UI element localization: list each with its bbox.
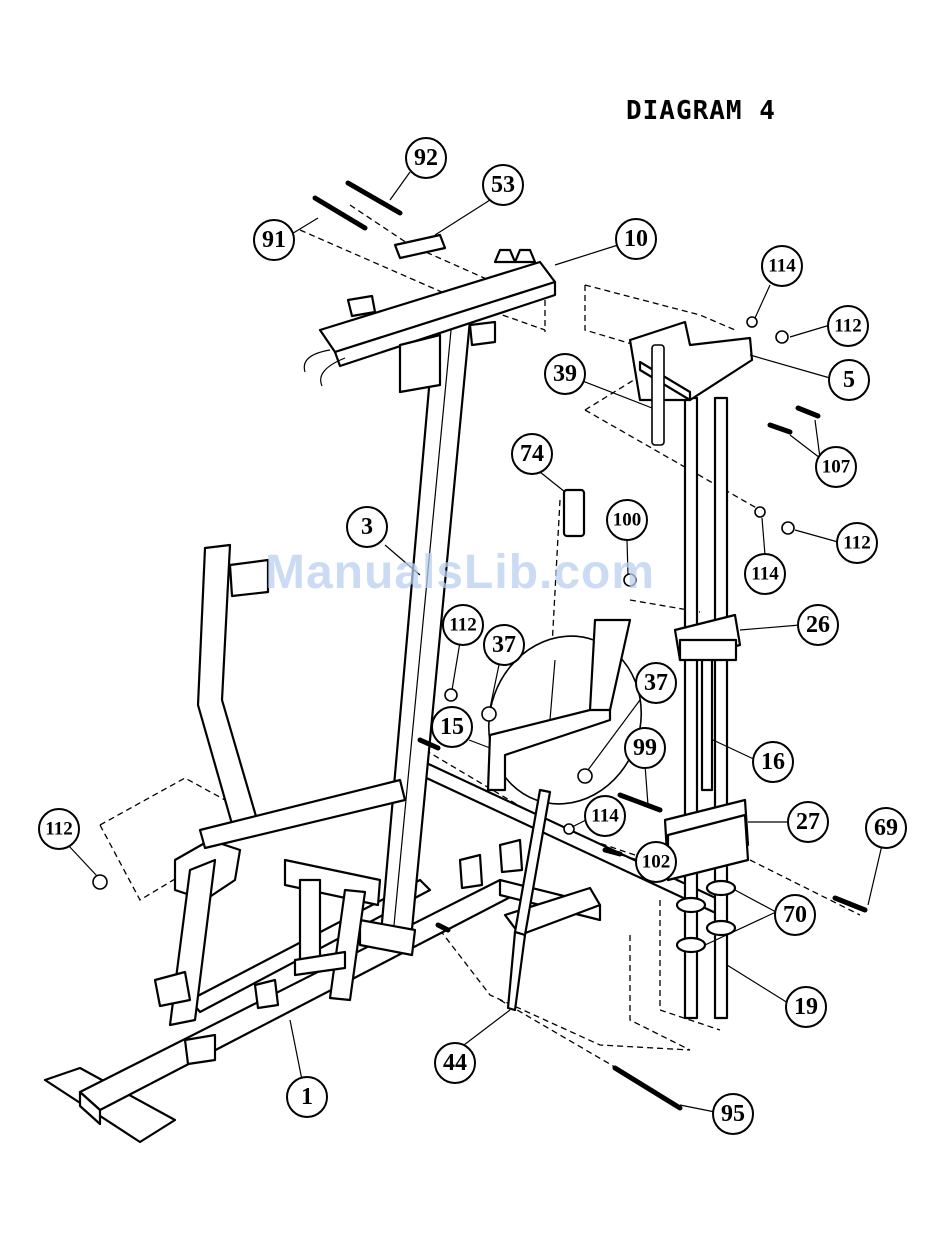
spacer-74 (564, 490, 584, 536)
callout-112-far-left: 112 (39, 809, 79, 849)
svg-text:16: 16 (761, 749, 785, 775)
svg-text:112: 112 (449, 615, 476, 636)
callout-99: 99 (625, 728, 665, 768)
svg-text:114: 114 (768, 256, 796, 277)
callout-70: 70 (775, 895, 815, 935)
callout-91: 91 (254, 220, 294, 260)
callout-1: 1 (287, 1077, 327, 1117)
callout-3: 3 (347, 507, 387, 547)
svg-text:112: 112 (45, 819, 72, 840)
svg-text:70: 70 (783, 902, 807, 928)
svg-text:69: 69 (874, 815, 898, 841)
svg-text:26: 26 (806, 612, 830, 638)
svg-text:102: 102 (642, 852, 671, 873)
callout-69: 69 (866, 808, 906, 848)
callout-74: 74 (512, 434, 552, 474)
svg-text:15: 15 (440, 714, 464, 740)
callout-26: 26 (798, 605, 838, 645)
callout-114-low: 114 (585, 796, 625, 836)
svg-text:92: 92 (414, 145, 438, 171)
top-plate (630, 322, 752, 400)
callout-112-mid: 112 (837, 523, 877, 563)
svg-text:74: 74 (520, 441, 544, 467)
svg-text:5: 5 (843, 367, 855, 393)
callout-19: 19 (786, 987, 826, 1027)
svg-text:44: 44 (443, 1050, 467, 1076)
top-crossbar (304, 250, 555, 392)
svg-text:37: 37 (492, 632, 516, 658)
chain (652, 345, 664, 445)
callout-114-top: 114 (762, 246, 802, 286)
svg-text:114: 114 (751, 564, 779, 585)
svg-text:91: 91 (262, 227, 286, 253)
callout-102: 102 (636, 842, 676, 882)
callout-112-left: 112 (443, 605, 483, 645)
svg-text:107: 107 (822, 457, 851, 478)
svg-text:99: 99 (633, 735, 657, 761)
callout-16: 16 (753, 742, 793, 782)
svg-text:39: 39 (553, 361, 577, 387)
callout-44: 44 (435, 1043, 475, 1083)
svg-text:95: 95 (721, 1101, 745, 1127)
svg-text:112: 112 (834, 316, 861, 337)
callout-53: 53 (483, 165, 523, 205)
callout-5: 5 (829, 360, 869, 400)
svg-text:112: 112 (843, 533, 870, 554)
callout-15: 15 (432, 707, 472, 747)
lever-arm (155, 545, 405, 1064)
svg-text:19: 19 (794, 994, 818, 1020)
callout-107: 107 (816, 447, 856, 487)
svg-text:27: 27 (796, 809, 820, 835)
svg-text:114: 114 (591, 806, 619, 827)
callout-39: 39 (545, 354, 585, 394)
callout-27: 27 (788, 802, 828, 842)
weight-carriage (665, 800, 748, 880)
svg-text:1: 1 (301, 1084, 313, 1110)
svg-text:3: 3 (361, 514, 373, 540)
callout-92: 92 (406, 138, 446, 178)
svg-text:10: 10 (624, 226, 648, 252)
svg-text:37: 37 (644, 670, 668, 696)
svg-text:100: 100 (613, 510, 642, 531)
callout-37-right: 37 (636, 663, 676, 703)
callout-112-top: 112 (828, 306, 868, 346)
callout-37-upper: 37 (484, 625, 524, 665)
callout-10: 10 (616, 219, 656, 259)
callout-100: 100 (607, 500, 647, 540)
callout-114-mid: 114 (745, 554, 785, 594)
svg-text:53: 53 (491, 172, 515, 198)
callout-95: 95 (713, 1094, 753, 1134)
